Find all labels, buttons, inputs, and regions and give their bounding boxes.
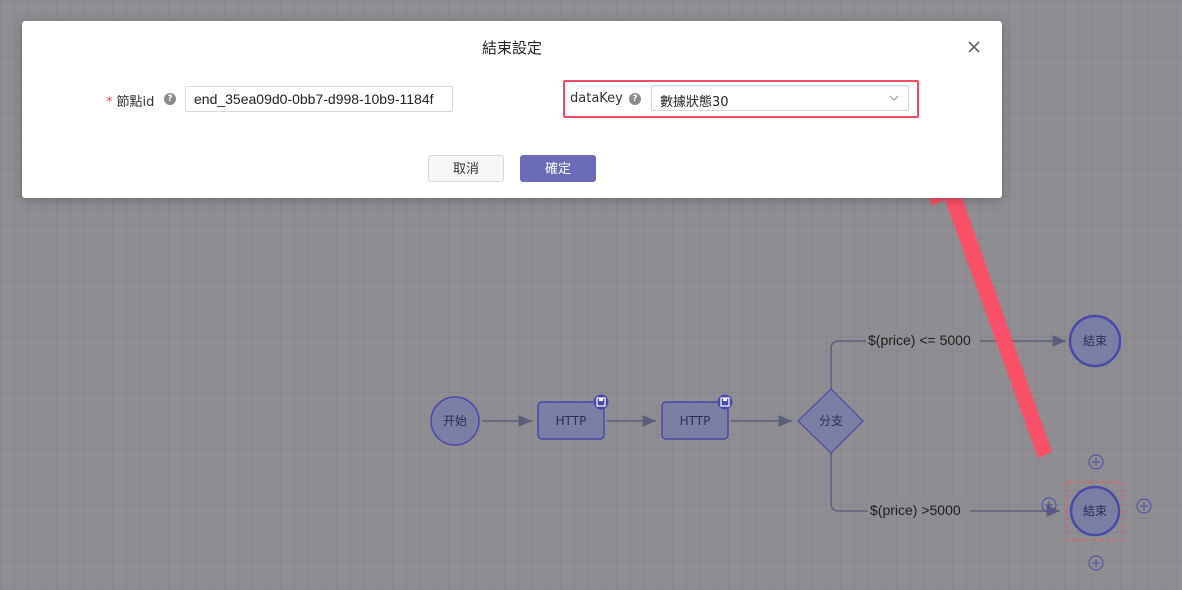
node-branch-label: 分支: [819, 414, 843, 428]
node-start[interactable]: 开始: [430, 396, 480, 446]
save-icon[interactable]: [717, 394, 733, 410]
node-http-2[interactable]: HTTP: [661, 394, 733, 440]
node-http-2-label: HTTP: [680, 414, 711, 428]
edge-branch-upper: [830, 335, 1066, 389]
save-icon[interactable]: [593, 394, 609, 410]
node-end-bottom[interactable]: 結束: [1066, 481, 1124, 541]
edge-label-bg: [868, 501, 970, 519]
add-handle-left[interactable]: [1041, 497, 1057, 513]
dialog-title: 結束設定: [481, 39, 542, 57]
edge-label-upper: $(price) <= 5000: [868, 332, 971, 348]
edge-label-lower: $(price) >5000: [870, 502, 961, 518]
node-id-label: *節點id: [106, 91, 154, 110]
node-id-field[interactable]: [185, 86, 453, 112]
arrow-annotation: [919, 133, 1052, 458]
node-start-label: 开始: [443, 414, 467, 428]
confirm-button[interactable]: 確定: [520, 155, 596, 182]
data-key-select[interactable]: 數據狀態30: [651, 85, 909, 111]
node-branch[interactable]: 分支: [797, 388, 864, 454]
help-icon[interactable]: ?: [629, 93, 641, 105]
data-key-label: dataKey: [570, 91, 623, 106]
selection-box: [1066, 481, 1124, 541]
highlight-box: [563, 80, 919, 118]
edge-label-bg: [866, 331, 980, 349]
add-handle-bottom[interactable]: [1088, 555, 1104, 571]
required-mark: *: [106, 95, 113, 110]
close-icon[interactable]: [966, 39, 982, 55]
node-end-top[interactable]: 結束: [1068, 314, 1122, 368]
cancel-button[interactable]: 取消: [428, 155, 504, 182]
node-end-top-label: 結束: [1083, 334, 1107, 348]
chevron-down-icon: [889, 95, 899, 101]
help-icon[interactable]: ?: [164, 93, 176, 105]
node-http-1-label: HTTP: [556, 414, 587, 428]
node-id-label-text: 節點id: [116, 95, 155, 110]
edge-branch-lower: [830, 452, 1060, 517]
add-handle-top[interactable]: [1088, 454, 1104, 470]
data-key-value: 數據狀態30: [660, 95, 729, 110]
add-handle-right[interactable]: [1136, 498, 1152, 514]
node-end-bottom-label: 結束: [1083, 504, 1107, 518]
end-settings-dialog: 結束設定 *節點id ? dataKey ? 數據狀態30 取消 確定: [22, 21, 1002, 198]
node-http-1[interactable]: HTTP: [537, 394, 609, 440]
flow-edges: [482, 335, 1066, 517]
